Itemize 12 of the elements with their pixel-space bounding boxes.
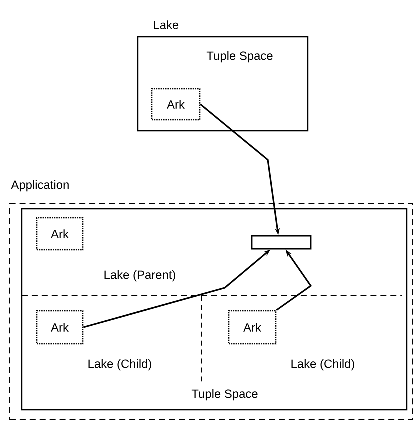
- box-label: Tuple Space: [192, 389, 258, 401]
- box-label: Tuple Space: [206, 51, 273, 63]
- region-label: Lake (Parent): [104, 270, 176, 282]
- ark-box: Ark: [151, 88, 201, 121]
- heading: Application: [11, 180, 69, 192]
- ark-box: Ark: [228, 310, 277, 345]
- region-label: Lake (Child): [88, 359, 152, 371]
- ark-box: Ark: [36, 217, 84, 251]
- region-label: Lake (Child): [292, 359, 354, 371]
- box-label: Lake: [154, 20, 179, 30]
- ark-box: Ark: [36, 310, 84, 345]
- bar-shape: [251, 235, 312, 250]
